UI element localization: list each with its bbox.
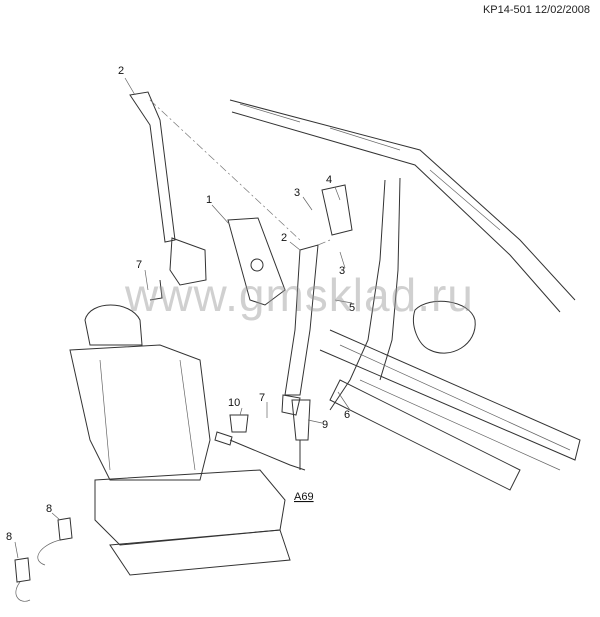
callout-8-lower: 8 bbox=[6, 531, 12, 543]
seat-belt-assembly-left bbox=[129, 91, 301, 301]
callout-a69: A69 bbox=[294, 491, 314, 503]
body-pillar bbox=[229, 99, 581, 491]
callouts: 2 1 3 4 2 3 7 5 6 10 7 9 A69 8 8 bbox=[6, 65, 355, 543]
callout-3-upper: 3 bbox=[294, 187, 300, 199]
seat-buckles bbox=[14, 517, 73, 602]
callout-9: 9 bbox=[322, 419, 328, 431]
diagram-code: KP14-501 12/02/2008 bbox=[482, 4, 590, 16]
callout-7-lower: 7 bbox=[259, 392, 265, 404]
watermark: www.gmsklad.ru bbox=[125, 269, 474, 321]
callout-1: 1 bbox=[206, 194, 212, 206]
callout-8-upper: 8 bbox=[46, 503, 52, 515]
callout-4: 4 bbox=[326, 174, 332, 186]
callout-2-lower: 2 bbox=[281, 232, 287, 244]
callout-7-upper: 7 bbox=[136, 259, 142, 271]
buckle-assembly bbox=[214, 399, 311, 471]
seat-belt-assembly-right bbox=[281, 239, 331, 416]
pillar-trim bbox=[227, 217, 286, 306]
leader-lines bbox=[14, 77, 353, 559]
seat bbox=[69, 304, 291, 576]
callout-3-lower: 3 bbox=[339, 265, 345, 277]
callout-5: 5 bbox=[349, 302, 355, 314]
callout-6: 6 bbox=[344, 409, 350, 421]
height-adjuster bbox=[321, 184, 353, 236]
callout-10: 10 bbox=[228, 397, 240, 409]
callout-2-upper: 2 bbox=[118, 65, 124, 77]
buckle-cover bbox=[229, 414, 249, 433]
